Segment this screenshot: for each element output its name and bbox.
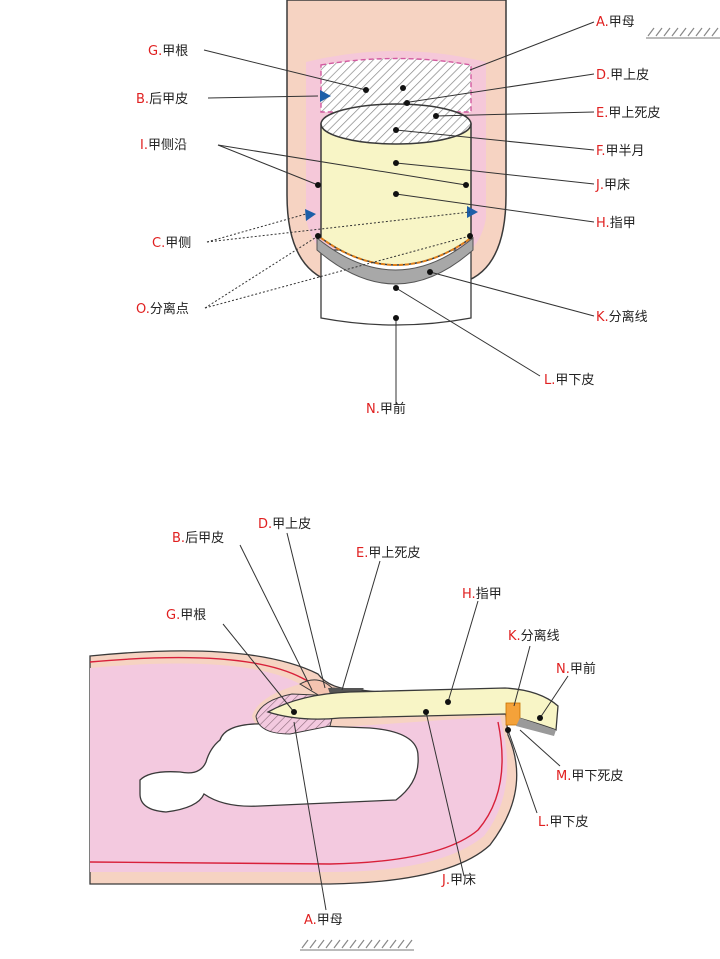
label-side-n: N.甲前 [556, 661, 596, 677]
dermis-line [89, 721, 503, 865]
free-edge-section [516, 718, 556, 736]
ground-hatch-top [646, 27, 720, 39]
label-top-d: D.甲上皮 [596, 68, 649, 83]
label-side-g: G.甲根 [166, 608, 206, 623]
label-top-g: G.甲根 [148, 44, 188, 59]
lunula [320, 103, 472, 145]
label-top-e: E.甲上死皮 [596, 106, 660, 121]
label-side-h: H.指甲 [462, 587, 502, 602]
label-side-m: M.甲下死皮 [556, 769, 623, 784]
label-side-e: E.甲上死皮 [356, 546, 420, 561]
bone [139, 723, 419, 813]
ground-hatch-bottom [300, 939, 414, 951]
label-top-a: A.甲母 [596, 15, 635, 30]
label-top-n: N.甲前 [366, 401, 406, 417]
label-top-h: H.指甲 [596, 216, 636, 231]
label-top-l: L.甲下皮 [544, 373, 594, 388]
label-top-k: K.分离线 [596, 309, 648, 325]
label-top-i: I.甲侧沿 [140, 138, 187, 153]
label-top-c: C.甲侧 [152, 236, 191, 251]
label-side-k: K.分离线 [508, 628, 560, 644]
label-top-j: J.甲床 [595, 178, 630, 193]
blue-arrow-icon [305, 209, 316, 221]
top-view-diagram: A.甲母 G.甲根 D.甲上皮 B.后甲皮 E.甲上死皮 I.甲侧沿 F.甲半月… [136, 0, 720, 417]
label-top-f: F.甲半月 [596, 144, 645, 159]
separation-band [316, 236, 474, 285]
blue-arrow-icon [467, 206, 478, 218]
label-side-j: J.甲床 [441, 873, 476, 888]
label-side-b: B.后甲皮 [172, 531, 224, 546]
hyponychium-line [320, 237, 472, 266]
label-side-d: D.甲上皮 [258, 517, 311, 532]
side-view-diagram: D.甲上皮 B.后甲皮 E.甲上死皮 H.指甲 G.甲根 K.分离线 N.甲前 … [89, 517, 623, 951]
label-top-o: O.分离点 [136, 301, 189, 317]
label-side-l: L.甲下皮 [538, 815, 588, 830]
blue-arrow-icon [320, 90, 331, 102]
label-top-b: B.后甲皮 [136, 92, 188, 107]
label-side-a: A.甲母 [304, 913, 343, 928]
nail-plate-section [266, 687, 559, 731]
separation-band-section [505, 702, 521, 726]
